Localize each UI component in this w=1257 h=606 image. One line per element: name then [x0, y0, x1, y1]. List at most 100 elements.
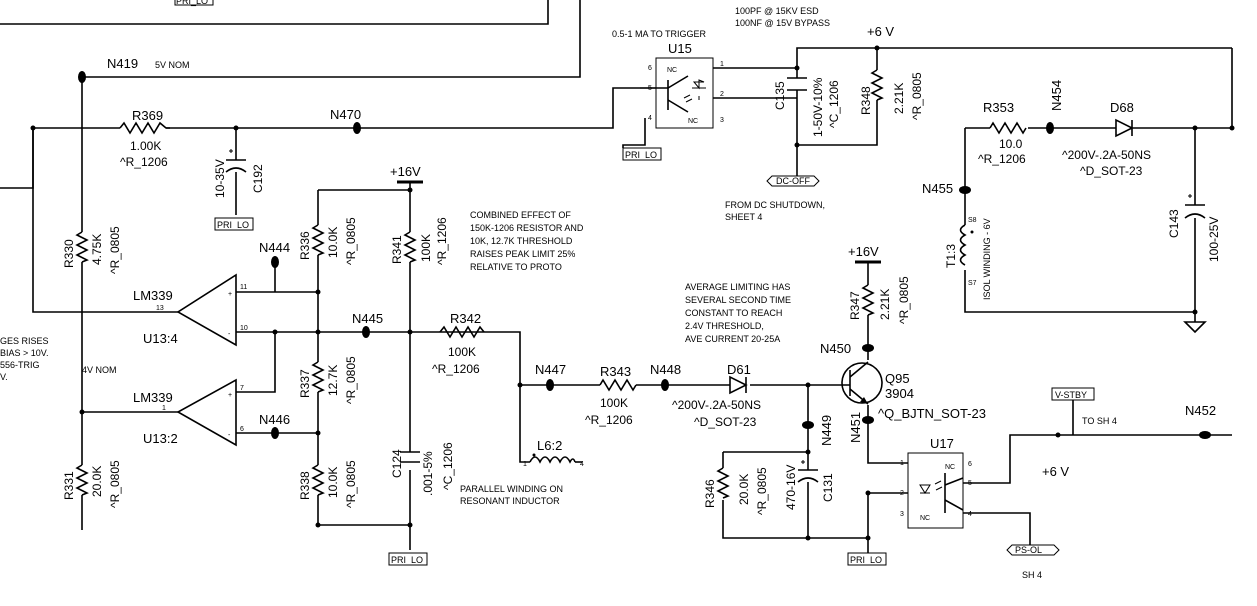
note-esd-2: 100NF @ 15V BYPASS — [735, 18, 830, 28]
t1-symbol: S8 S7 — [959, 217, 977, 287]
u13-4-ref: U13:4 — [143, 331, 178, 346]
r343-val: 100K — [600, 396, 628, 410]
r331-symbol — [75, 464, 89, 496]
label-ps-ol: PS-OL — [1015, 545, 1042, 555]
svg-text:7: 7 — [240, 385, 244, 392]
label-sh4: SH 4 — [1022, 570, 1042, 580]
net-n445: N445 — [352, 311, 383, 326]
r348-symbol — [870, 69, 884, 101]
svg-text:1: 1 — [162, 405, 166, 412]
d61-symbol — [729, 375, 748, 395]
svg-text:4: 4 — [968, 511, 972, 518]
note-esd-1: 100PF @ 15KV ESD — [735, 6, 819, 16]
label-pri-lo-c124: PRI_LO — [391, 555, 423, 565]
c135-ref: C135 — [773, 81, 787, 110]
r348-ref: R348 — [859, 86, 873, 115]
net-n451: N451 — [848, 412, 863, 443]
r338-symbol — [311, 464, 325, 496]
r336-pkg: ^R_0805 — [344, 217, 358, 265]
note-combined-2: 10K, 12.7K THRESHOLD — [470, 236, 573, 246]
diodes — [729, 118, 1134, 395]
d68-ref: D68 — [1110, 100, 1134, 115]
r353-val: 10.0 — [999, 137, 1023, 151]
r337-pkg: ^R_0805 — [344, 356, 358, 404]
r369-val: 1.00K — [130, 139, 161, 153]
r343-symbol — [599, 378, 637, 392]
net-n455: N455 — [922, 181, 953, 196]
u13-2-part: LM339 — [133, 390, 173, 405]
r342-val: 100K — [448, 345, 476, 359]
wires — [0, 0, 1233, 560]
r353-ref: R353 — [983, 100, 1014, 115]
c135-symbol — [787, 77, 807, 91]
svg-text:4: 4 — [648, 115, 652, 122]
svg-text:2: 2 — [900, 490, 904, 497]
net-plus6v-b: +6 V — [1042, 464, 1069, 479]
net-plus16v-a: +16V — [390, 164, 421, 179]
l6-symbol: 1 4 — [523, 453, 584, 468]
d61-pkg: ^D_SOT-23 — [694, 415, 757, 429]
r330-pkg: ^R_0805 — [108, 226, 122, 274]
t1-ref: T1:3 — [944, 244, 958, 268]
r336-val: 10.0K — [326, 227, 340, 258]
net-n446: N446 — [259, 412, 290, 427]
d68-pkg: ^D_SOT-23 — [1080, 164, 1143, 178]
svg-text:-: - — [228, 331, 231, 338]
note-combined-3: RAISES PEAK LIMIT 25% — [470, 249, 575, 259]
power-symbols — [397, 180, 1207, 334]
note-average-4: AVE CURRENT 20-25A — [685, 334, 780, 344]
svg-text:+: + — [228, 291, 232, 298]
svg-text:6: 6 — [968, 461, 972, 468]
note-average-3: 2.4V THRESHOLD, — [685, 321, 764, 331]
note-average-1: SEVERAL SECOND TIME — [685, 295, 791, 305]
r342-ref: R342 — [450, 311, 481, 326]
c192-symbol — [225, 159, 247, 173]
r346-val: 20.0K — [737, 474, 751, 505]
c143-symbol — [1184, 204, 1206, 219]
label-pri-lo-c192: PRI_LO — [217, 220, 249, 230]
svg-text:S7: S7 — [968, 280, 977, 287]
net-n449: N449 — [819, 415, 834, 446]
label-dc-off: DC-OFF — [776, 176, 810, 186]
r342-symbol — [439, 325, 485, 339]
r347-pkg: ^R_0805 — [897, 276, 911, 324]
r337-ref: R337 — [298, 369, 312, 398]
r342-pkg: ^R_1206 — [432, 362, 480, 376]
note-parallel-0: PARALLEL WINDING ON — [460, 484, 563, 494]
svg-text:3: 3 — [900, 511, 904, 518]
net-plus16v-b: +16V — [848, 244, 879, 259]
note-left-3: V. — [0, 372, 8, 382]
svg-text:11: 11 — [240, 284, 247, 291]
d61-ref: D61 — [727, 362, 751, 377]
r336-symbol — [311, 224, 325, 256]
svg-text:-: - — [228, 432, 231, 439]
r331-val: 20.0K — [90, 466, 104, 497]
r369-ref: R369 — [132, 108, 163, 123]
r341-symbol — [403, 231, 417, 263]
c124-pkg: ^C_1206 — [441, 442, 455, 490]
r331-ref: R331 — [62, 471, 76, 500]
r341-pkg: ^R_1206 — [435, 217, 449, 265]
c135-pkg: ^C_1206 — [827, 80, 841, 128]
r331-pkg: ^R_0805 — [108, 460, 122, 508]
label-pri-lo-top: PRI_LO — [176, 0, 208, 6]
note-combined-1: 150K-1206 RESISTOR AND — [470, 223, 584, 233]
c192-val: 10-35V — [213, 159, 227, 198]
r346-pkg: ^R_0805 — [755, 467, 769, 515]
note-combined-0: COMBINED EFFECT OF — [470, 210, 571, 220]
svg-text:5: 5 — [968, 480, 972, 487]
comparators: + - + - 11 10 7 6 13 1 — [156, 273, 248, 447]
r330-ref: R330 — [62, 239, 76, 268]
c124-val: .001-5% — [421, 451, 435, 496]
svg-text:4: 4 — [580, 461, 584, 468]
q95-val: 3904 — [885, 386, 914, 401]
r348-val: 2.21K — [892, 83, 906, 114]
net-n452: N452 — [1185, 403, 1216, 418]
svg-text:2: 2 — [720, 91, 724, 98]
label-pri-lo-u17: PRI_LO — [850, 555, 882, 565]
c143-val: 100-25V — [1207, 217, 1221, 262]
u17-ref: U17 — [930, 436, 954, 451]
svg-text:6: 6 — [648, 65, 652, 72]
note-average-0: AVERAGE LIMITING HAS — [685, 282, 790, 292]
r346-ref: R346 — [703, 479, 717, 508]
